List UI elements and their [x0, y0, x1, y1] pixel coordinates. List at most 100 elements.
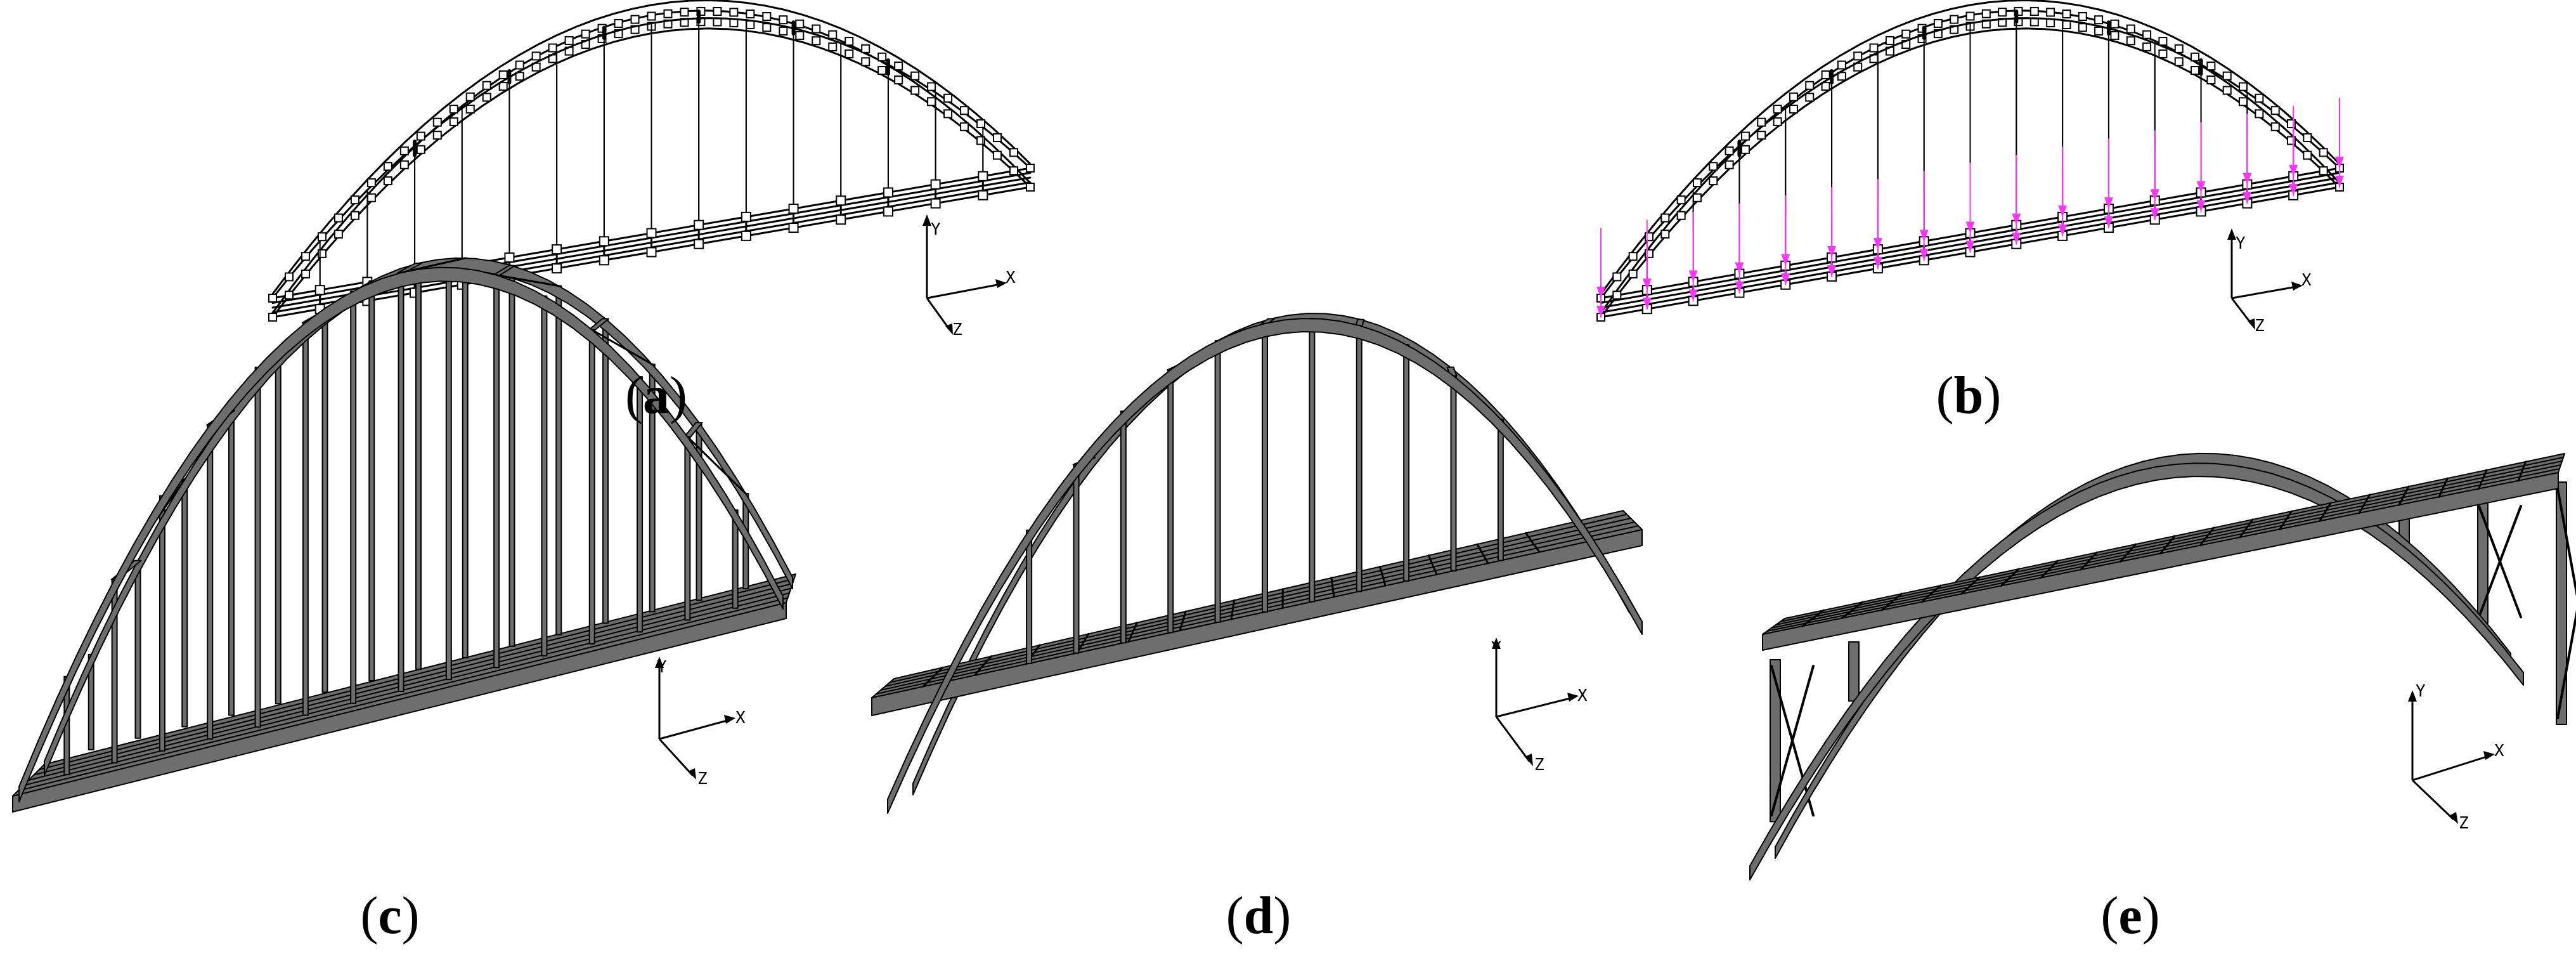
rib-node: [1009, 148, 1019, 157]
hanger: [637, 376, 644, 633]
rib-node: [779, 15, 788, 25]
rib-node: [877, 66, 887, 75]
rib-node: [2158, 49, 2168, 58]
rib-node: [2222, 86, 2232, 95]
arch-rib-front: [887, 318, 1643, 814]
rib-node: [1933, 18, 1943, 28]
panel-label-d: (d): [1226, 886, 1291, 945]
rib-node: [432, 117, 442, 127]
load-arrowhead: [2150, 208, 2159, 220]
load-arrowhead: [2335, 157, 2344, 168]
rib-node: [564, 36, 574, 45]
rib-node: [1789, 92, 1798, 101]
rib-node: [350, 195, 359, 205]
deck-node: [552, 244, 562, 255]
rib-node: [1965, 11, 1975, 21]
rib-node: [943, 93, 953, 103]
rib-node: [2191, 66, 2200, 75]
deck-node: [930, 179, 941, 190]
floor-beam: [1127, 622, 1138, 643]
cross-brace: [495, 274, 560, 287]
rib-node: [927, 97, 936, 107]
axis-triad-b: Y X Z: [2227, 228, 2312, 336]
arch-rib: [1600, 0, 2341, 295]
rib-node: [1981, 9, 1991, 18]
floor-beam: [922, 666, 944, 688]
axis-x-label: X: [2494, 742, 2504, 761]
rib-node: [828, 42, 838, 51]
load-arrowhead: [2058, 205, 2068, 217]
floor-beam: [1427, 554, 1438, 576]
floor-beam: [1525, 532, 1541, 553]
rib-node: [2142, 30, 2152, 39]
rib-node: [1837, 72, 1846, 81]
hanger: [228, 410, 235, 716]
load-arrowhead: [2243, 192, 2252, 204]
deck-node: [552, 263, 562, 274]
floor-beam: [2438, 477, 2449, 498]
rib-node: [1773, 105, 1782, 114]
load-arrowhead: [1873, 257, 1882, 269]
rib-node: [845, 37, 854, 46]
rib-node: [861, 57, 871, 67]
deck-stringer: [884, 518, 1631, 687]
axis-z-label: Z: [1534, 755, 1544, 775]
deck-stringer: [28, 587, 792, 781]
panel-d-through-arch-model: [871, 313, 1643, 814]
floor-beam: [2279, 510, 2293, 530]
column-brace: [2556, 487, 2576, 597]
hanger: [350, 291, 357, 704]
floor-beam: [2319, 502, 2332, 522]
hanger: [181, 478, 188, 728]
hanger: [1120, 410, 1127, 644]
floor-beam: [2199, 526, 2215, 547]
hanger: [445, 266, 452, 681]
rib-node: [1757, 131, 1766, 140]
panel-c-tied-arch-model: [12, 257, 796, 813]
spandrel-column: [2556, 481, 2567, 726]
rib-node: [630, 15, 640, 24]
floor-beam: [973, 655, 992, 677]
rib-node: [366, 193, 376, 202]
hanger: [1356, 325, 1362, 592]
rib-node: [762, 23, 772, 32]
load-arrowhead: [1919, 230, 1929, 242]
rib-node: [1821, 70, 1830, 79]
rib-node: [894, 62, 903, 71]
column-brace: [2556, 610, 2576, 720]
load-arrowhead: [1642, 297, 1652, 310]
deck-front-face: [871, 529, 1643, 716]
hanger: [1214, 340, 1221, 623]
rib-node: [383, 162, 392, 171]
rib-node: [2078, 23, 2087, 32]
load-arrowhead: [1827, 245, 1837, 258]
load-arrowhead: [2243, 173, 2252, 185]
floor-beam: [2398, 485, 2410, 506]
rib-node: [1773, 117, 1782, 126]
floor-beam: [1330, 577, 1335, 598]
spandrel-column: [1848, 641, 1860, 702]
rib-node: [366, 178, 376, 188]
rib-node: [498, 82, 508, 91]
rib-node: [943, 109, 953, 119]
rib-node: [1628, 269, 1638, 278]
rib-node: [2062, 10, 2071, 19]
hanger: [684, 436, 691, 621]
panel-a-wireframe-arch: [268, 0, 1035, 322]
floor-beam: [1230, 599, 1236, 620]
panel-label-a: (a): [625, 366, 687, 425]
floor-beam: [1476, 543, 1489, 565]
rib-node: [960, 106, 969, 115]
hanger: [1309, 318, 1316, 603]
hanger: [649, 363, 656, 613]
hanger: [368, 280, 375, 682]
rib-node: [2191, 52, 2200, 62]
rib-node: [2255, 93, 2264, 103]
rib-node: [910, 71, 920, 81]
rib-node: [1837, 60, 1846, 70]
rib-node: [1676, 195, 1686, 205]
hanger: [1403, 344, 1410, 582]
rib-node: [1612, 291, 1622, 300]
deck-node: [599, 255, 609, 266]
floor-beam: [2159, 535, 2176, 554]
